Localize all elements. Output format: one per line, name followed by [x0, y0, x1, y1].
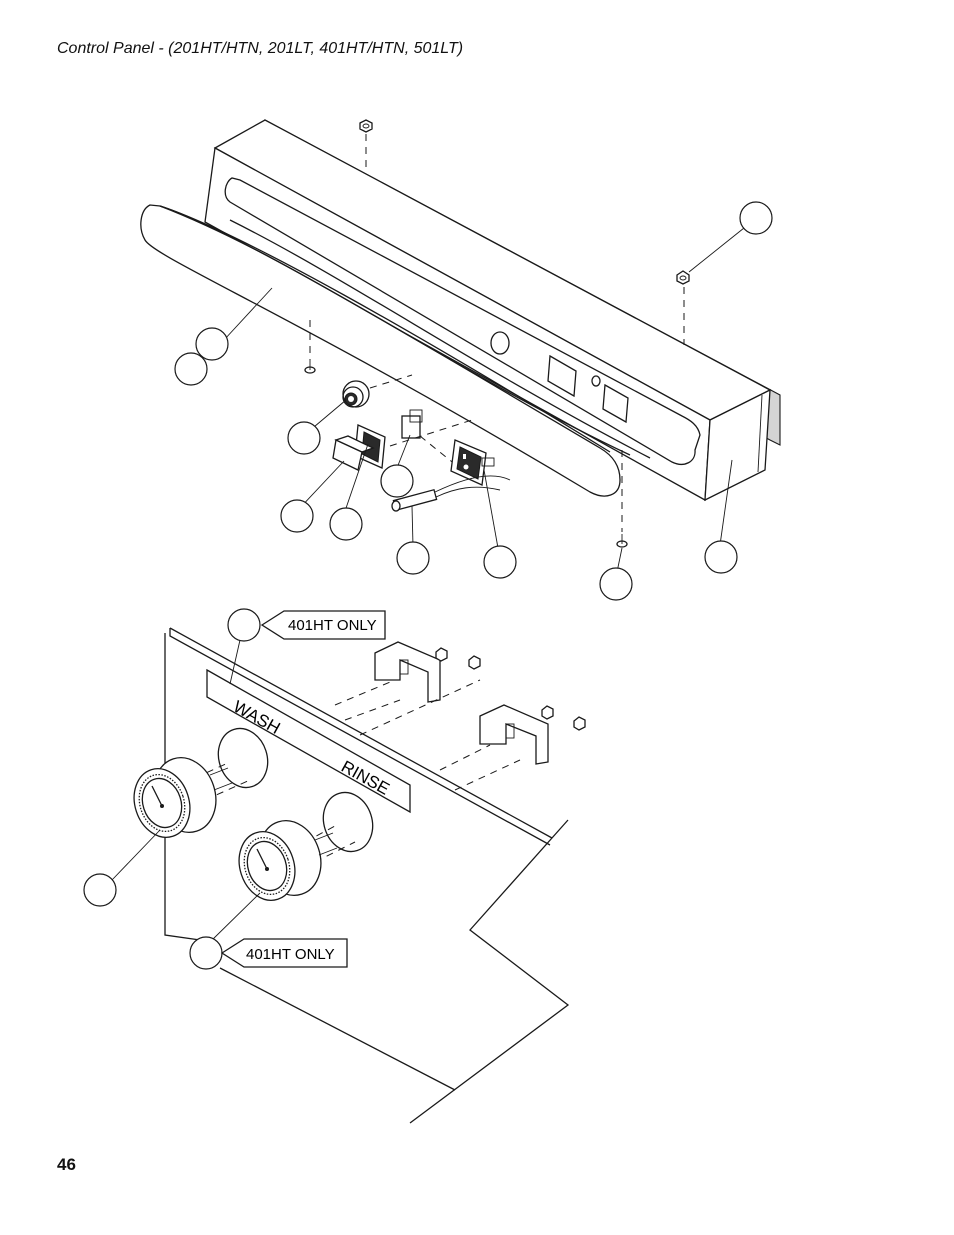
callout-401ht-top: 401HT ONLY — [260, 610, 386, 640]
page-title: Control Panel - (201HT/HTN, 201LT, 401HT… — [57, 40, 464, 57]
gauge-bracket-upper — [374, 641, 441, 703]
callout-401ht-bottom-text: 401HT ONLY — [246, 946, 335, 963]
control-box-housing — [204, 119, 781, 502]
left-screw — [304, 360, 316, 374]
bottom-screw — [616, 534, 628, 548]
bracket-nuts — [435, 647, 586, 731]
callout-401ht-top-text: 401HT ONLY — [288, 617, 377, 634]
wash-temperature-gauge — [133, 757, 233, 838]
dashed-lines-lower — [194, 679, 521, 863]
temperature-probe — [391, 475, 511, 512]
rocker-switch — [450, 439, 495, 486]
top-nut — [359, 119, 373, 133]
gauge-bracket-lower — [479, 704, 549, 765]
callout-bubbles-upper — [174, 201, 773, 601]
page-number: 46 — [57, 1155, 76, 1174]
leader-lines-lower — [111, 639, 261, 943]
push-button-switch — [332, 409, 423, 471]
right-nut — [676, 270, 690, 285]
callout-bubbles-lower — [83, 608, 261, 970]
front-panel-sheet — [164, 627, 570, 1124]
callout-401ht-bottom: 401HT ONLY — [220, 938, 348, 968]
rinse-temperature-gauge — [238, 820, 338, 901]
indicator-light — [342, 380, 370, 408]
